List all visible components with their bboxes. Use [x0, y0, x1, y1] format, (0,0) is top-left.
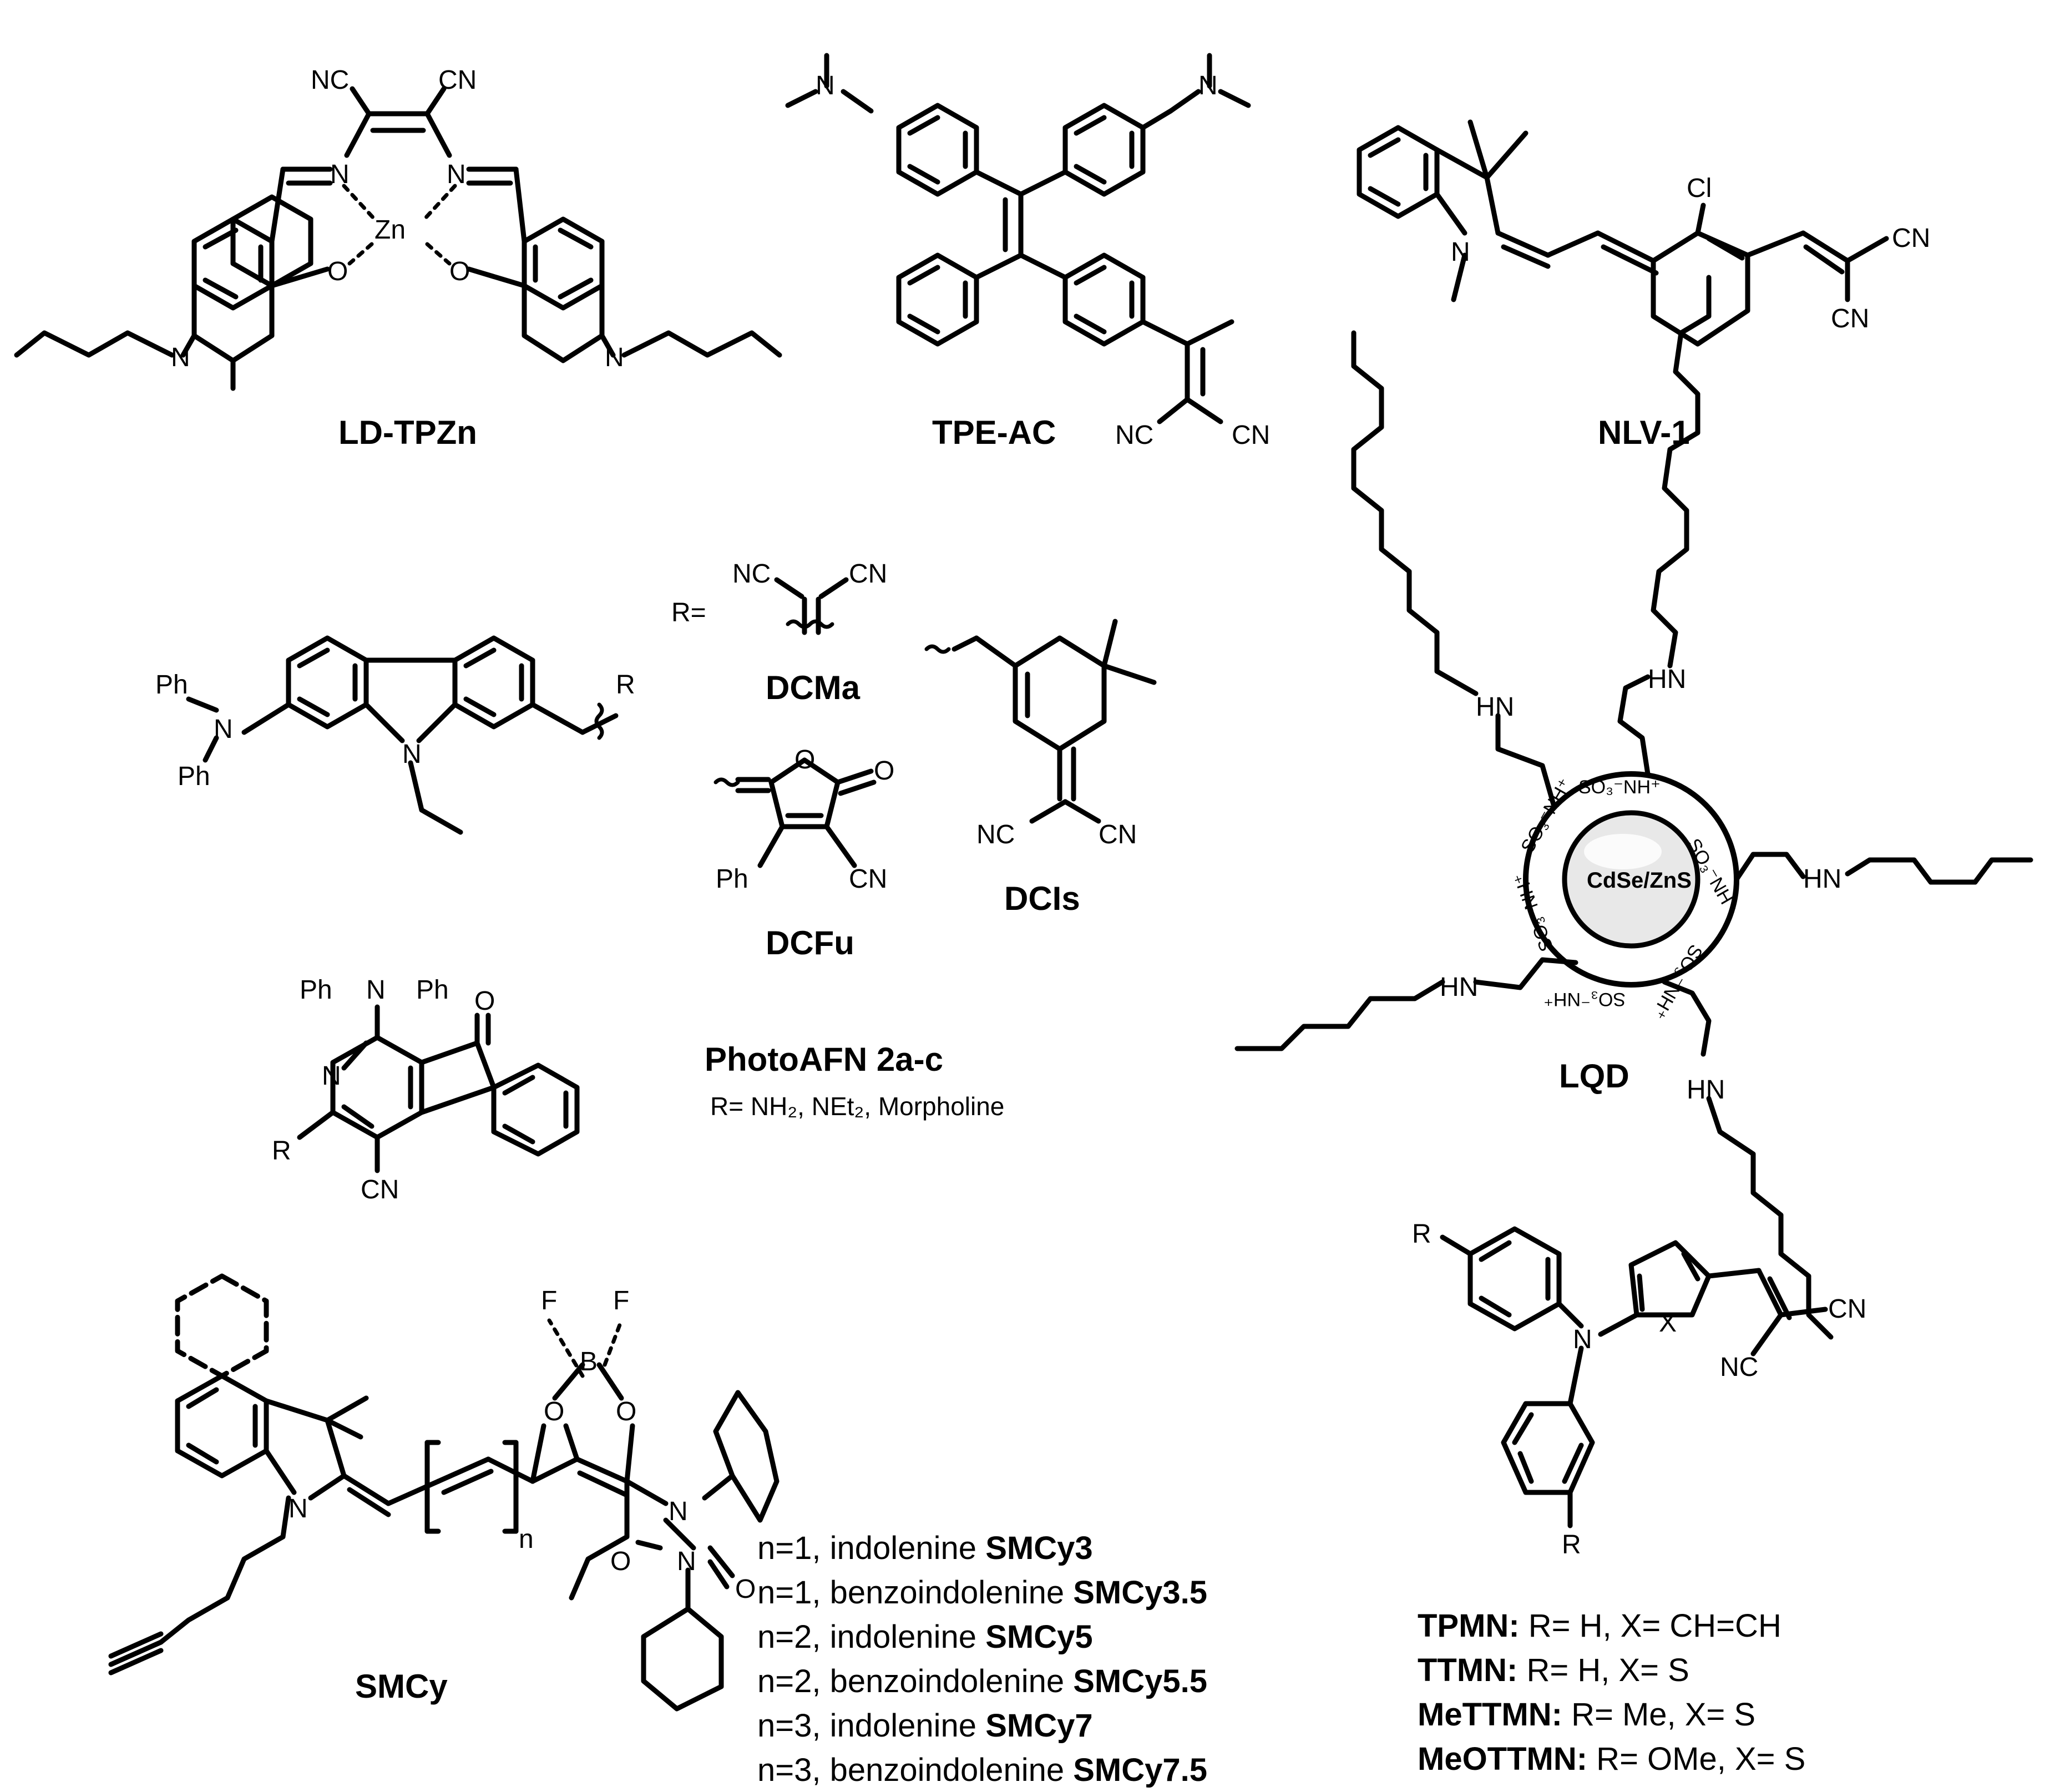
dcma-r-prefix: R= [671, 598, 706, 627]
dcma-structure: R= NC CN DCMa [671, 559, 887, 706]
photoafn-ph-label: Ph [416, 975, 449, 1005]
dcfu-name: DCFu [766, 924, 854, 961]
tpmn-n-label: N [1573, 1325, 1592, 1354]
photoafn-n-label: N [366, 975, 386, 1005]
smcy-f-label: F [541, 1286, 557, 1315]
ld-tpzn-cn-label: CN [438, 65, 477, 95]
carbazole-n-label: N [402, 740, 422, 769]
lqd-shell-text: SO₃⁻NH⁺ [1543, 989, 1626, 1010]
carbazole-structure: Ph N Ph N R [155, 635, 635, 835]
tpmn-structure: R N X CN NC R [1412, 1219, 1866, 1560]
smcy-variant-row: n=1, benzoindolenine SMCy3.5 [757, 1575, 1207, 1611]
tpmn-cn-label: CN [1828, 1294, 1866, 1324]
lqd-amine-label: HN [1803, 864, 1841, 894]
photoafn-name: PhotoAFN 2a-c [705, 1041, 943, 1078]
smcy-barbiturate-n-label: N [677, 1547, 696, 1576]
dcfu-cn-label: CN [849, 864, 887, 894]
lqd-structure: CdSe/ZnS SO₃⁻NH⁺ SO₃⁻NH⁺ SO₃⁻NH⁺ SO₃⁻NH⁺… [1234, 275, 2033, 1340]
tpmn-nc-label: NC [1720, 1353, 1758, 1382]
carbazole-ph-label: Ph [155, 670, 188, 700]
smcy-variant-row: n=2, benzoindolenine SMCy5.5 [757, 1663, 1207, 1699]
dcis-structure: NC CN DCIs [924, 619, 1157, 917]
nlv-1-cn-label: CN [1892, 224, 1930, 253]
tpmn-variant-row: MeTTMN: R= Me, X= S [1418, 1697, 1755, 1733]
smcy-o-label: O [616, 1397, 636, 1426]
ld-tpzn-name: LD-TPZn [338, 414, 477, 451]
dcis-name: DCIs [1004, 880, 1080, 917]
tpmn-variant-row: TTMN: R= H, X= S [1418, 1652, 1689, 1688]
smcy-carbonyl-o-label: O [735, 1575, 756, 1604]
tpe-ac-nc-label: NC [1115, 421, 1153, 450]
photoafn-r-definition: R= NH₂, NEt₂, Morpholine [710, 1092, 1004, 1121]
smcy-b-label: B [580, 1347, 598, 1376]
ld-tpzn-o-label: O [327, 257, 348, 286]
photoafn-o-label: O [474, 986, 495, 1016]
dcfu-ring-o-label: O [794, 745, 815, 774]
dcfu-structure: O O Ph CN DCFu [713, 745, 894, 961]
smcy-structure: F F B O O N N O O N n SMCy [108, 1273, 780, 1712]
smcy-variant-row: n=1, indolenine SMCy3 [757, 1530, 1093, 1566]
smcy-o-label: O [544, 1397, 564, 1426]
dcfu-ph-label: Ph [716, 864, 748, 894]
lqd-amine-label: HN [1648, 665, 1686, 694]
ld-tpzn-o-label: O [449, 257, 470, 286]
nlv-1-cl-label: Cl [1687, 174, 1712, 203]
tpe-ac-structure: N N NC CN TPE-AC [785, 53, 1270, 451]
ld-tpzn-imine-n-label: N [447, 160, 466, 189]
photoafn-ph-label: Ph [300, 975, 332, 1005]
tpe-ac-name: TPE-AC [932, 414, 1056, 451]
photoafn-pyridine-n-label: N [322, 1061, 341, 1091]
smcy-variant-row: n=3, benzoindolenine SMCy7.5 [757, 1752, 1207, 1788]
smcy-carbonyl-o-label: O [610, 1547, 631, 1576]
tpe-ac-cn-label: CN [1232, 421, 1270, 450]
carbazole-ph-label: Ph [178, 762, 210, 791]
smcy-barbiturate-n-label: N [669, 1497, 688, 1526]
ld-tpzn-amine-n-label: N [605, 343, 624, 372]
ld-tpzn-structure: NC CN N N Zn O O N N LD-TPZn [14, 65, 782, 451]
lqd-amine-label: HN [1687, 1075, 1725, 1105]
ld-tpzn-amine-n-label: N [171, 343, 190, 372]
nlv-1-cn-label: CN [1831, 304, 1869, 333]
ld-tpzn-zn-label: Zn [374, 215, 406, 245]
nlv-1-n-label: N [1451, 237, 1470, 267]
smcy-variant-list: n=1, indolenine SMCy3 n=1, benzoindoleni… [757, 1530, 1207, 1788]
dcma-cn-label: CN [849, 559, 887, 589]
carbazole-amine-n-label: N [214, 715, 233, 744]
smcy-name: SMCy [355, 1668, 448, 1705]
lqd-amine-label: HN [1440, 973, 1478, 1002]
smcy-f-label: F [613, 1286, 629, 1315]
photoafn-cn-label: CN [361, 1175, 399, 1204]
ld-tpzn-imine-n-label: N [330, 160, 350, 189]
smcy-variant-row: n=3, indolenine SMCy7 [757, 1708, 1093, 1744]
carbazole-r-label: R [616, 670, 635, 700]
dcis-cn-label: CN [1099, 820, 1137, 849]
lqd-name: LQD [1559, 1057, 1629, 1095]
lqd-shell-text: SO₃⁻NH⁺ [1510, 870, 1557, 954]
lqd-core-label: CdSe/ZnS [1587, 868, 1692, 893]
photoafn-structure: Ph N Ph N O R CN PhotoAFN 2a-c R= NH₂, N… [272, 975, 1004, 1204]
smcy-variant-row: n=2, indolenine SMCy5 [757, 1619, 1093, 1655]
smcy-n-subscript: n [519, 1525, 534, 1554]
smcy-indolenine-n-label: N [289, 1494, 308, 1523]
dcma-nc-label: NC [732, 559, 771, 589]
tpmn-variant-list: TPMN: R= H, X= CH=CH TTMN: R= H, X= S Me… [1418, 1608, 1805, 1777]
tpmn-x-label: X [1659, 1308, 1677, 1338]
tpmn-variant-row: TPMN: R= H, X= CH=CH [1418, 1608, 1781, 1644]
dcfu-carbonyl-o-label: O [874, 756, 894, 786]
lqd-shell-text: SO₃⁻NH⁺ [1578, 777, 1661, 798]
tpmn-r-label: R [1562, 1530, 1581, 1560]
tpe-ac-n-label: N [816, 71, 835, 100]
lqd-amine-label: HN [1476, 692, 1514, 722]
tpmn-variant-row: MeOTTMN: R= OMe, X= S [1418, 1741, 1805, 1777]
nlv-1-structure: N Cl CN CN NLV-1 [1357, 119, 1930, 451]
photoafn-r-label: R [272, 1136, 291, 1166]
tpmn-r-label: R [1412, 1219, 1431, 1249]
tpe-ac-n-label: N [1198, 71, 1218, 100]
dcma-name: DCMa [766, 669, 861, 706]
dcis-nc-label: NC [976, 820, 1015, 849]
ld-tpzn-nc-label: NC [311, 65, 349, 95]
